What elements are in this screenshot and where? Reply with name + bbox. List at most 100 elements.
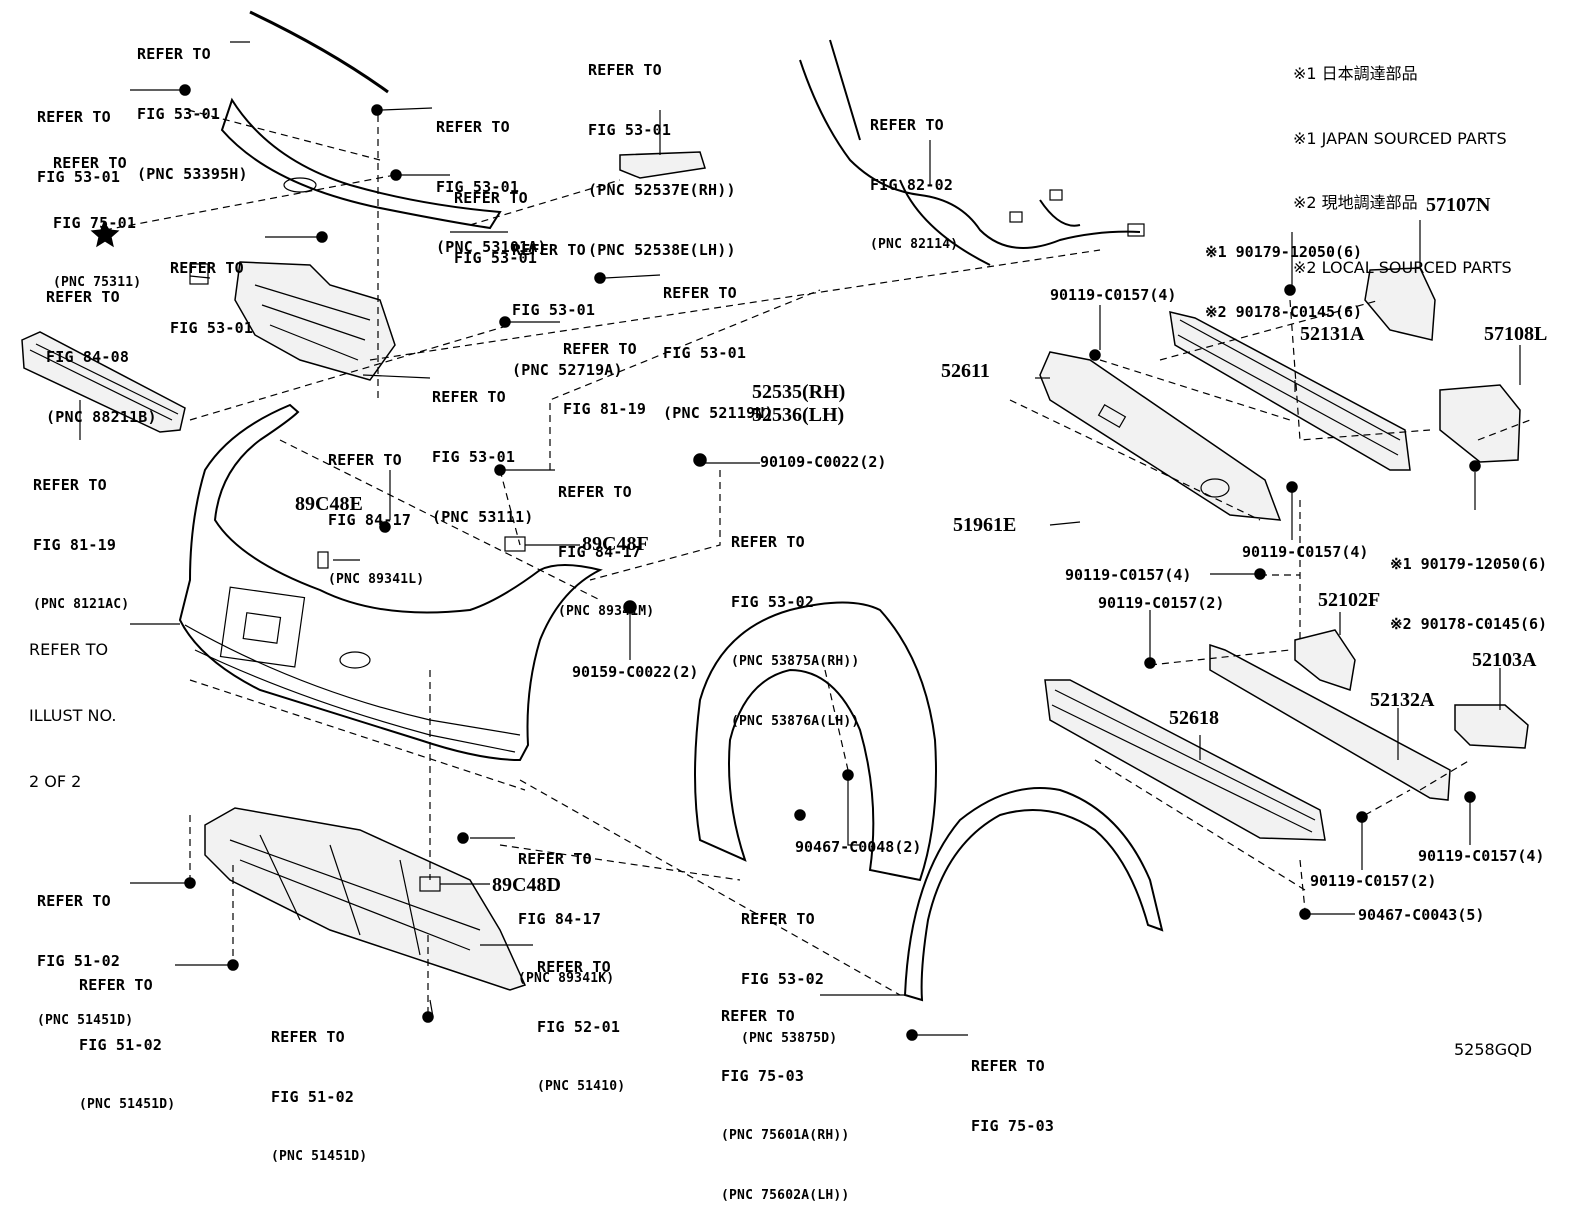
code-line: ※1 90179-12050(6) bbox=[1205, 243, 1363, 261]
code-90119-b[interactable]: 90119-C0157(4) bbox=[1242, 543, 1369, 561]
label-line: REFER TO bbox=[170, 259, 244, 277]
refer-label-53875A[interactable]: REFER TO FIG 53-02 (PNC 53875A(RH)) (PNC… bbox=[731, 492, 859, 752]
label-line: (PNC 8121AC) bbox=[33, 597, 130, 612]
refer-label-52719A[interactable]: REFER TO FIG 53-01 (PNC 52719A) bbox=[512, 200, 623, 400]
refer-label-53101A[interactable]: REFER TO FIG 53-01 (PNC 53101A) bbox=[436, 77, 547, 277]
refer-label-53111[interactable]: REFER TO FIG 53-01 (PNC 53111) bbox=[432, 347, 534, 547]
refer-label-53-01-c[interactable]: REFER TO FIG 53-01 bbox=[170, 218, 253, 358]
label-line: (PNC 51451D) bbox=[37, 1013, 134, 1028]
part-57107N[interactable]: 57107N bbox=[1426, 194, 1491, 216]
code-90467-43[interactable]: 90467-C0043(5) bbox=[1358, 906, 1485, 924]
code-90109[interactable]: 90109-C0022(2) bbox=[760, 453, 887, 471]
label-line: FIG 81-19 bbox=[33, 536, 117, 554]
refer-label-75601A[interactable]: REFER TO FIG 75-03 (PNC 75601A(RH)) (PNC… bbox=[721, 966, 849, 1226]
label-line: (PNC 89341L) bbox=[328, 572, 425, 587]
refer-label-75-03[interactable]: REFER TO FIG 75-03 bbox=[971, 1016, 1054, 1156]
refer-label-53395H[interactable]: REFER TO FIG 53-01 (PNC 53395H) bbox=[137, 4, 248, 204]
label-line: FIG 84-17 bbox=[328, 511, 412, 529]
label-line: FIG 84-17 bbox=[518, 910, 602, 928]
label-line: REFER TO bbox=[53, 154, 127, 172]
label-line: FIG 53-01 bbox=[137, 105, 221, 123]
code-90119-d[interactable]: 90119-C0157(2) bbox=[1098, 594, 1225, 612]
label-line: FIG 84-17 bbox=[558, 543, 642, 561]
label-line: REFER TO bbox=[741, 910, 815, 928]
label-line: (PNC 75602A(LH)) bbox=[721, 1188, 850, 1203]
engine-under-cover bbox=[204, 807, 527, 991]
refer-label-53875D[interactable]: REFER TO FIG 53-02 (PNC 53875D) bbox=[741, 869, 837, 1069]
clip-89C48E bbox=[317, 551, 329, 569]
refer-label-53-01-b[interactable]: REFER TO FIG 53-01 bbox=[454, 148, 537, 288]
label-line: REFER TO bbox=[870, 116, 944, 134]
refer-label-82114[interactable]: REFER TO FIG 82-02 (PNC 82114) bbox=[870, 75, 958, 275]
refer-label-52537E[interactable]: REFER TO FIG 53-01 (PNC 52537E(RH)) (PNC… bbox=[588, 20, 736, 280]
label-line: (PNC 53876A(LH)) bbox=[731, 714, 860, 729]
code-90179-right[interactable]: ※1 90179-12050(6) ※2 90178-C0145(6) bbox=[1390, 514, 1547, 654]
label-line: REFER TO bbox=[436, 118, 510, 136]
part-57108L[interactable]: 57108L bbox=[1484, 323, 1548, 345]
clip-89C48F bbox=[504, 536, 526, 552]
refer-label-81-19-a[interactable]: REFER TO FIG 81-19 bbox=[563, 299, 646, 439]
label-line: FIG 84-08 bbox=[46, 348, 130, 366]
part-52536[interactable]: 52536(LH) bbox=[752, 404, 845, 426]
refer-label-51451D-b[interactable]: REFER TO FIG 51-02 (PNC 51451D) bbox=[79, 935, 175, 1135]
part-52611[interactable]: 52611 bbox=[941, 360, 990, 382]
part-52618[interactable]: 52618 bbox=[1169, 707, 1219, 729]
support-52132A bbox=[1209, 643, 1451, 801]
refer-label-89341L[interactable]: REFER TO FIG 84-17 (PNC 89341L) bbox=[328, 410, 424, 610]
refer-label-51451D-c[interactable]: REFER TO FIG 51-02 (PNC 51451D) bbox=[271, 987, 367, 1187]
label-line: (PNC 89341M) bbox=[558, 604, 655, 619]
part-52103A[interactable]: 52103A bbox=[1472, 649, 1537, 671]
label-line: 2 OF 2 bbox=[29, 772, 82, 791]
note-line-2: ※1 JAPAN SOURCED PARTS bbox=[1293, 128, 1507, 148]
code-90179-top[interactable]: ※1 90179-12050(6) ※2 90178-C0145(6) bbox=[1205, 202, 1362, 342]
refer-label-53-01-a[interactable]: REFER TO FIG 53-01 bbox=[37, 67, 120, 207]
wheel-arch-molding bbox=[903, 787, 1164, 1002]
label-line: REFER TO bbox=[79, 976, 153, 994]
refer-label-8121AC[interactable]: REFER TO FIG 81-19 (PNC 8121AC) bbox=[33, 435, 129, 635]
code-90119-e[interactable]: 90119-C0157(4) bbox=[1418, 847, 1545, 865]
label-line: (PNC 51410) bbox=[537, 1079, 626, 1094]
refer-label-89341K[interactable]: REFER TO FIG 84-17 (PNC 89341K) bbox=[518, 809, 614, 1009]
part-52131A[interactable]: 52131A bbox=[1300, 323, 1365, 345]
label-line: (PNC 53875A(RH)) bbox=[731, 654, 860, 669]
label-line: FIG 53-02 bbox=[731, 593, 815, 611]
label-line: FIG 51-02 bbox=[79, 1036, 163, 1054]
label-line: REFER TO bbox=[731, 533, 805, 551]
refer-label-illust[interactable]: REFER TO ILLUST NO. 2 OF 2 bbox=[29, 595, 116, 815]
refer-label-51410[interactable]: REFER TO FIG 52-01 (PNC 51410) bbox=[537, 917, 625, 1117]
part-52132A[interactable]: 52132A bbox=[1370, 689, 1435, 711]
part-51961E[interactable]: 51961E bbox=[953, 514, 1017, 536]
label-line: (PNC 53875D) bbox=[741, 1031, 838, 1046]
part-89C48D[interactable]: 89C48D bbox=[492, 874, 561, 896]
part-52535[interactable]: 52535(RH) bbox=[752, 381, 846, 403]
label-line: FIG 51-02 bbox=[271, 1088, 355, 1106]
label-line: REFER TO bbox=[33, 476, 107, 494]
label-line: FIG 53-01 bbox=[588, 121, 672, 139]
code-90119-f[interactable]: 90119-C0157(2) bbox=[1310, 872, 1437, 890]
refer-label-89341M[interactable]: REFER TO FIG 84-17 (PNC 89341M) bbox=[558, 442, 654, 642]
upper-grille bbox=[220, 97, 502, 230]
label-line: REFER TO bbox=[454, 189, 528, 207]
code-line: ※2 90178-C0145(6) bbox=[1390, 615, 1548, 633]
grille-bracket bbox=[234, 261, 396, 381]
code-90119-c[interactable]: 90119-C0157(4) bbox=[1065, 566, 1192, 584]
part-89C48F[interactable]: 89C48F bbox=[582, 533, 649, 555]
label-line: REFER TO bbox=[37, 892, 111, 910]
code-90119-a[interactable]: 90119-C0157(4) bbox=[1050, 286, 1177, 304]
refer-label-52119N[interactable]: REFER TO FIG 53-01 (PNC 52119N) bbox=[663, 243, 774, 443]
refer-label-88211B[interactable]: REFER TO FIG 84-08 (PNC 88211B) bbox=[46, 247, 157, 447]
code-90159[interactable]: 90159-C0022(2) bbox=[572, 663, 699, 681]
side-grille-cover bbox=[619, 151, 706, 179]
label-line: (PNC 52537E(RH)) bbox=[588, 181, 736, 199]
refer-label-75311[interactable]: REFER TO FIG 75-01 (PNC 75311) bbox=[53, 113, 141, 313]
sourcing-notes: ※1 日本調達部品 ※1 JAPAN SOURCED PARTS ※2 現地調達… bbox=[1293, 20, 1512, 300]
refer-label-51451D-a[interactable]: REFER TO FIG 51-02 (PNC 51451D) bbox=[37, 851, 133, 1051]
upper-molding-strip bbox=[249, 10, 389, 94]
part-52102F[interactable]: 52102F bbox=[1318, 589, 1381, 611]
label-line: REFER TO bbox=[328, 451, 402, 469]
part-89C48E[interactable]: 89C48E bbox=[295, 493, 363, 515]
label-line: (PNC 52538E(LH)) bbox=[588, 241, 736, 259]
code-90467-48[interactable]: 90467-C0048(2) bbox=[795, 838, 922, 856]
label-line: (PNC 53101A) bbox=[436, 238, 547, 256]
bracket-52103A bbox=[1454, 704, 1529, 749]
